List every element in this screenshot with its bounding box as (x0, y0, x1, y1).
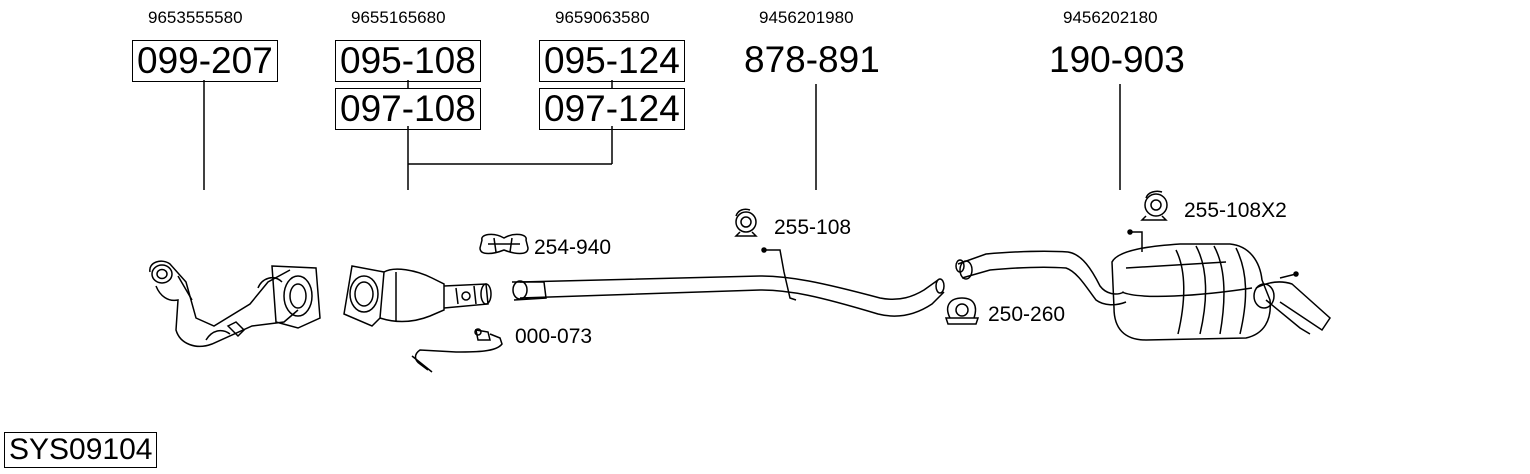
oe-number-middle-pipe: 9456201980 (759, 8, 854, 27)
dpf-drawing[interactable] (343, 265, 492, 327)
catalyst-front-drawing[interactable] (149, 260, 321, 348)
clamp-rear-icon[interactable] (944, 297, 980, 325)
sensor-icon[interactable] (411, 328, 503, 373)
part-number-rear-silencer[interactable]: 190-903 (1049, 39, 1185, 80)
part-number-dpf-095-124[interactable]: 095-124 (539, 40, 685, 82)
oe-number-dpf-b: 9659063580 (555, 8, 650, 27)
accessory-label-mount-middle[interactable]: 255-108 (774, 216, 852, 239)
part-number-dpf-095-108[interactable]: 095-108 (335, 40, 481, 82)
middle-pipe-drawing[interactable] (512, 247, 945, 317)
oe-number-dpf-a: 9655165680 (351, 8, 446, 27)
part-number-dpf-097-124[interactable]: 097-124 (539, 88, 685, 130)
oe-number-rear-silencer: 9456202180 (1063, 8, 1158, 27)
accessory-label-mount-rear[interactable]: 255-108X2 (1184, 199, 1287, 222)
system-code: SYS09104 (4, 432, 158, 468)
leader-lines (203, 80, 1121, 190)
accessory-label-sensor[interactable]: 000-073 (515, 325, 593, 348)
oe-number-catalyst: 9653555580 (148, 8, 243, 27)
rear-silencer-drawing[interactable] (955, 229, 1331, 341)
part-number-dpf-097-108[interactable]: 097-108 (335, 88, 481, 130)
clamp-icon[interactable] (479, 233, 529, 255)
accessory-label-clamp[interactable]: 254-940 (534, 236, 612, 259)
part-number-middle-pipe[interactable]: 878-891 (744, 39, 880, 80)
accessory-label-clamp-rear[interactable]: 250-260 (988, 303, 1066, 326)
part-number-catalyst[interactable]: 099-207 (132, 40, 278, 82)
rubber-mount-rear-icon[interactable] (1140, 190, 1168, 221)
rubber-mount-icon[interactable] (734, 208, 758, 237)
